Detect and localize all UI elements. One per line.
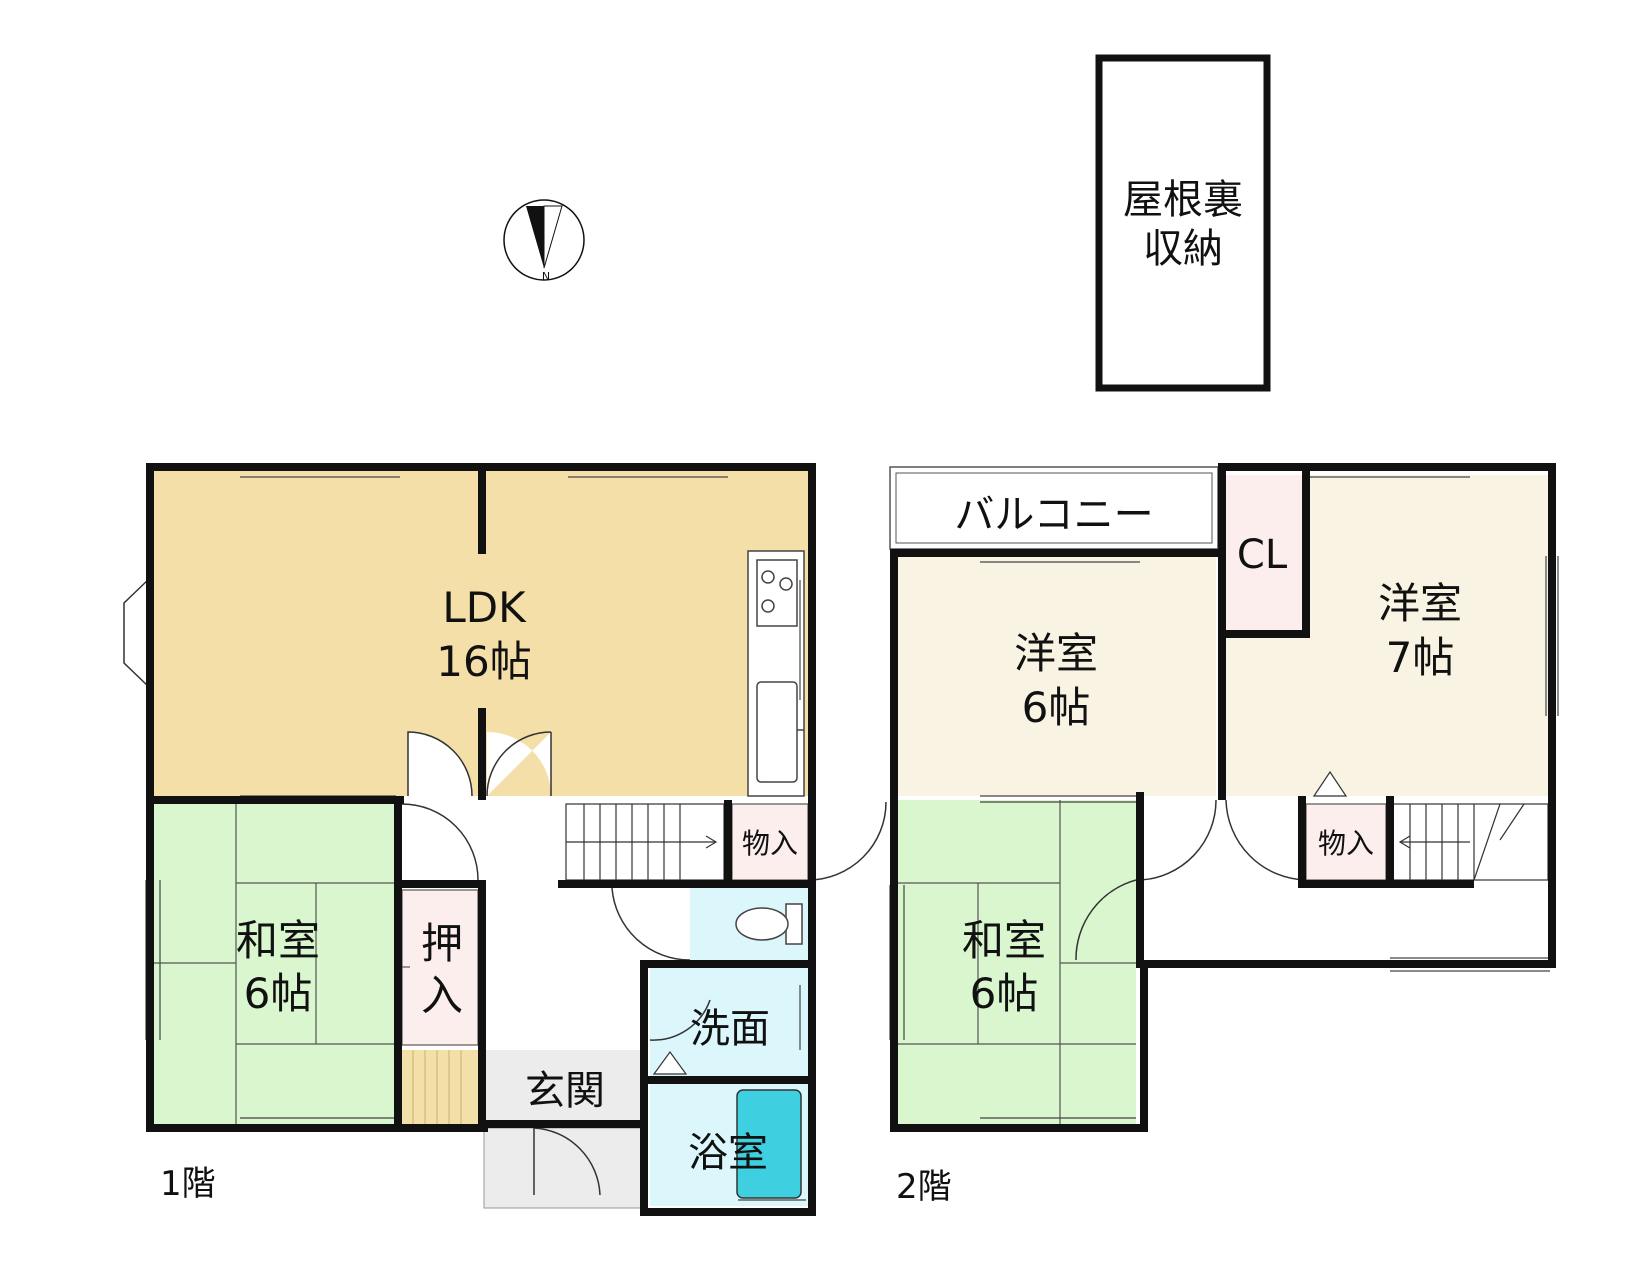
washitsu-1f-room	[154, 800, 396, 1124]
washitsu-1f-size: 6帖	[244, 969, 313, 1018]
sink-icon	[756, 681, 798, 783]
floor-2: バルコニー CL 洋室 6帖 洋室 7帖 和室 6帖 物入 2階	[889, 463, 1559, 1207]
ldk-label: LDK	[442, 583, 527, 632]
oshiire-label-line2: 入	[421, 971, 463, 1020]
attic-label-line2: 収納	[1143, 226, 1223, 272]
ldk-size: 16帖	[436, 637, 531, 686]
genkan-area	[484, 1050, 644, 1124]
attic-label-line1: 屋根裏	[1123, 177, 1243, 223]
tatami-lines-1f	[154, 800, 396, 1124]
closet-cl-overlay	[1226, 475, 1306, 630]
oshiire-closet	[401, 889, 479, 1046]
senmen-room	[650, 966, 808, 1076]
monoire-1f-label: 物入	[742, 827, 798, 860]
compass-north-label: N	[542, 270, 550, 283]
tatami-lines-2f	[898, 800, 1136, 1124]
yoshitsu-7-label: 洋室	[1378, 579, 1462, 628]
oshiire-lower-shelf	[402, 1050, 478, 1124]
floor-1-label: 1階	[160, 1164, 216, 1204]
genkan-label: 玄関	[525, 1068, 605, 1114]
washitsu-2f-room	[898, 800, 1136, 1124]
staircase-1f	[565, 803, 725, 881]
yoshitsu-6-label: 洋室	[1014, 629, 1098, 678]
yokushitsu-label: 浴室	[688, 1130, 768, 1176]
staircase-2f	[1391, 803, 1549, 881]
balcony-label: バルコニー	[954, 492, 1153, 538]
washitsu-2f-label: 和室	[962, 916, 1046, 965]
closet-label: CL	[1237, 532, 1288, 578]
monoire-2f-label: 物入	[1318, 827, 1374, 860]
attic-storage-box	[1095, 54, 1271, 392]
yoshitsu-6-room	[898, 557, 1216, 796]
balcony-area	[889, 466, 1219, 550]
washitsu-2f-size: 6帖	[970, 969, 1039, 1018]
yoshitsu-6-size: 6帖	[1022, 683, 1091, 732]
bathtub-icon	[736, 1089, 802, 1199]
walls-1f	[146, 463, 816, 1216]
yoshitsu-7-size: 7帖	[1386, 633, 1455, 682]
floor-1: LDK 16帖 和室 6帖 押 入 物入 洗面 玄関 浴室 1階	[123, 463, 887, 1216]
senmen-label: 洗面	[690, 1006, 770, 1052]
porch-area	[483, 1127, 645, 1209]
floor-2-label: 2階	[896, 1167, 952, 1207]
oshiire-label-line1: 押	[421, 919, 463, 968]
walls-2f	[890, 463, 1556, 1132]
monoire-1f	[731, 803, 809, 881]
toilet-icon	[735, 903, 803, 945]
compass-icon: N	[503, 199, 585, 283]
washitsu-1f-label: 和室	[236, 916, 320, 965]
stove-icon	[756, 559, 798, 627]
